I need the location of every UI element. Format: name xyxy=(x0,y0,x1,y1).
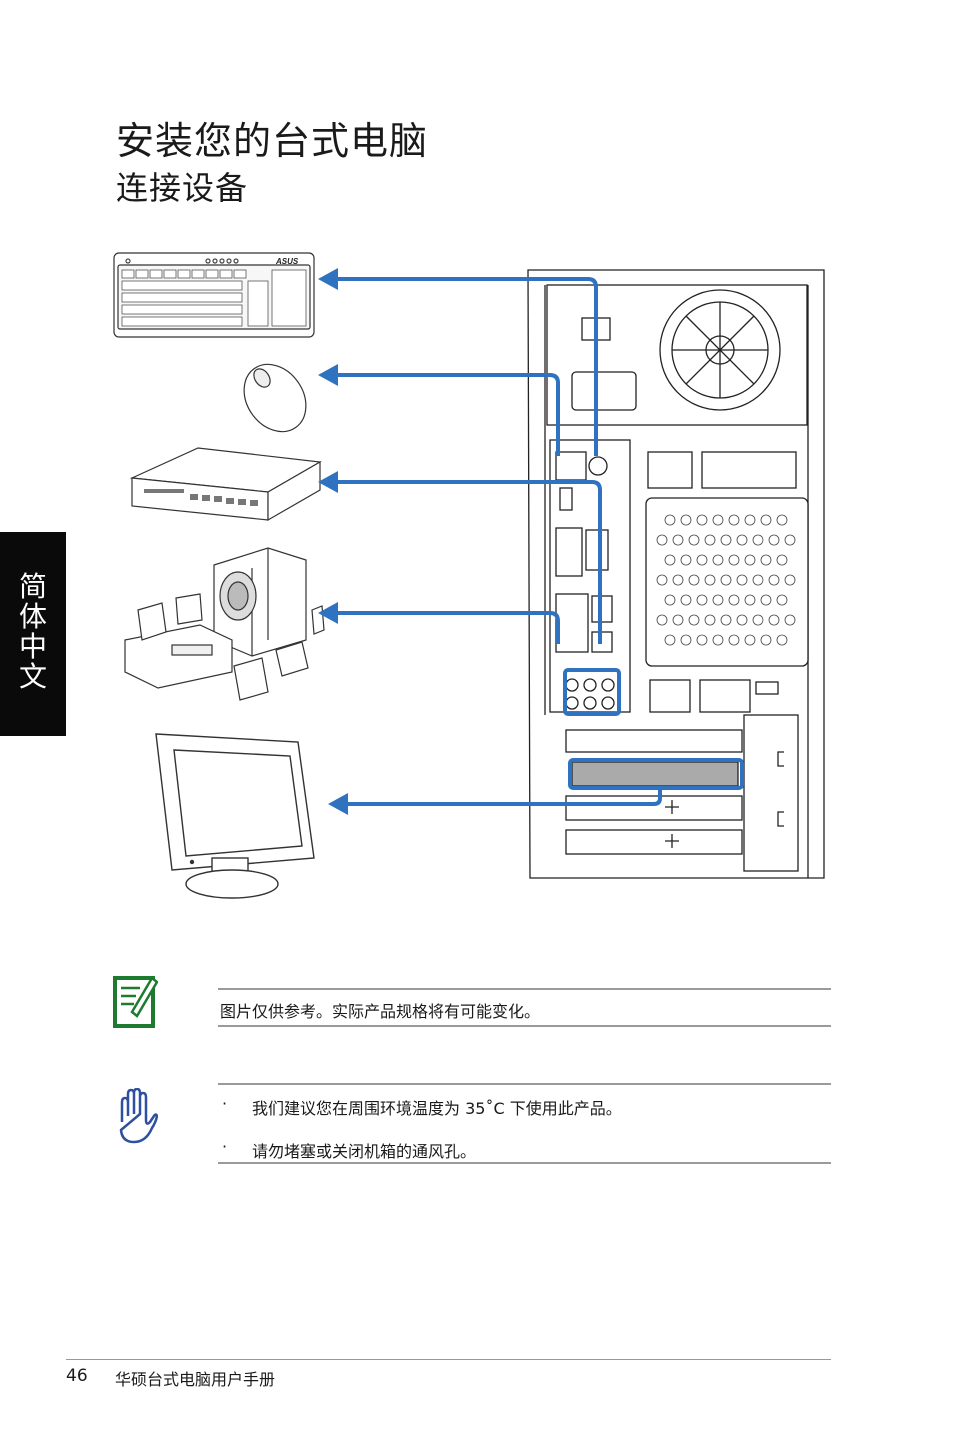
warning-item-1: 我们建议您在周围环境温度为 35˚C 下使用此产品。 xyxy=(252,1099,622,1118)
keyboard-brand: ASUS xyxy=(275,257,299,266)
manual-title: 华硕台式电脑用户手册 xyxy=(115,1370,276,1389)
keyboard-illustration: ASUS xyxy=(113,252,315,338)
footer-rule xyxy=(66,1359,831,1360)
warning-bullet-1: · xyxy=(222,1094,228,1113)
cable-arrowheads xyxy=(318,268,348,815)
connection-illustration: ASUS xyxy=(113,252,825,899)
page-title: 安装您的台式电脑 xyxy=(116,119,429,163)
note-rule-bottom xyxy=(218,1025,831,1027)
network-switch-illustration xyxy=(129,447,322,522)
warning-item-2: 请勿堵塞或关闭机箱的通风孔。 xyxy=(252,1142,477,1161)
pc-tower-rear xyxy=(527,269,825,879)
connection-cables xyxy=(330,277,744,806)
language-side-tab: 简体中文 xyxy=(0,532,66,736)
page-number: 46 xyxy=(66,1366,88,1386)
warning-rule-bottom xyxy=(218,1162,831,1164)
language-label: 简体中文 xyxy=(18,570,47,693)
warning-bullet-2: · xyxy=(222,1137,228,1156)
raised-hand-icon xyxy=(119,1088,158,1144)
monitor-illustration xyxy=(155,733,315,899)
note-text: 图片仅供参考。实际产品规格将有可能变化。 xyxy=(220,1002,541,1021)
note-pencil-icon xyxy=(113,976,158,1028)
note-rule-top xyxy=(218,988,831,990)
mouse-illustration xyxy=(243,363,307,433)
section-title: 连接设备 xyxy=(116,169,249,207)
warning-rule-top xyxy=(218,1083,831,1085)
speakers-illustration xyxy=(124,547,325,701)
